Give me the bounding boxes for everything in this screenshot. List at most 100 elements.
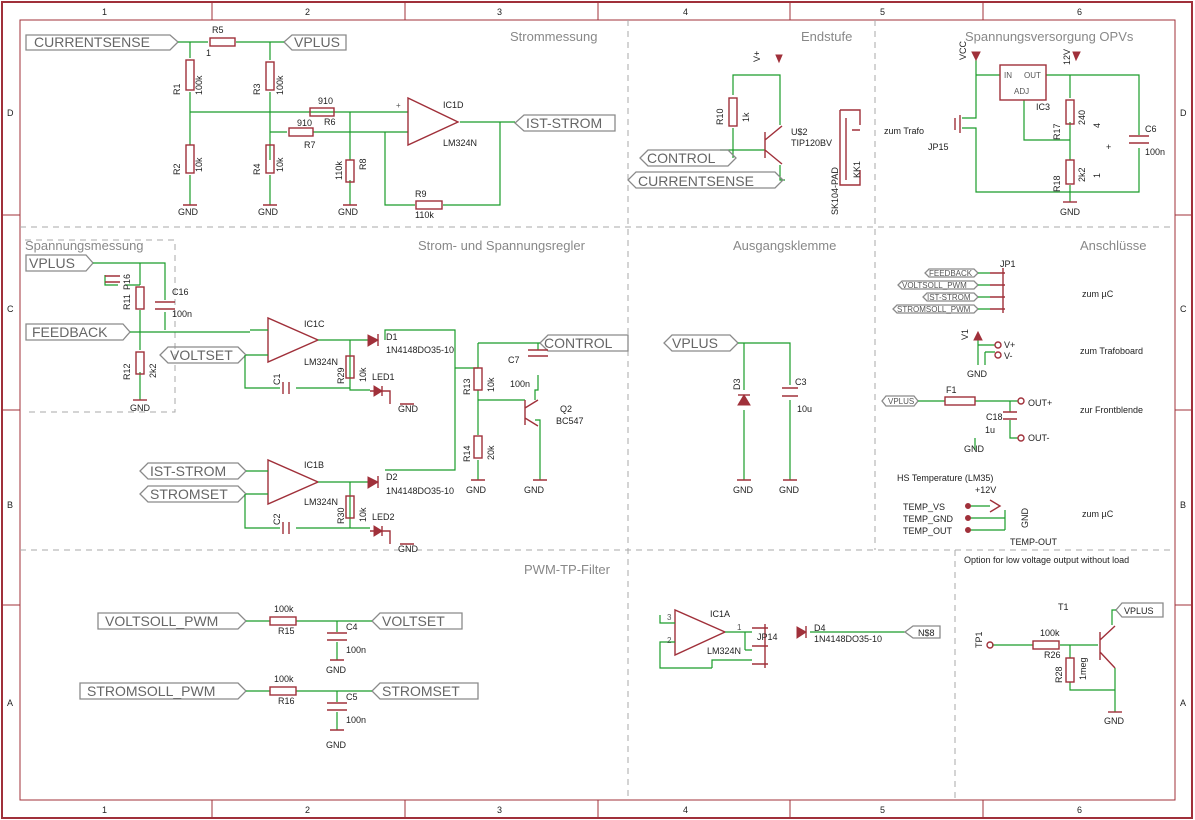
c6-value: 100n (1145, 147, 1165, 157)
gnd-label: GND (967, 369, 988, 379)
r5-label: R5 (212, 25, 224, 35)
title-regler: Strom- und Spannungsregler (418, 238, 586, 253)
r12-label: R12 (122, 363, 132, 380)
title-pwm-filter: PWM-TP-Filter (524, 562, 611, 577)
title-spannungsversorgung: Spannungsversorgung OPVs (965, 29, 1134, 44)
r6-label: R6 (324, 117, 336, 127)
r30-value: 10k (358, 507, 368, 522)
d2-label: D2 (386, 472, 398, 482)
anschl-vplus: VPLUS (888, 397, 914, 406)
r9-label: R9 (415, 189, 427, 199)
ic1b-value: LM324N (304, 497, 338, 507)
frame-labels: 1 2 3 4 5 6 1 2 3 4 5 6 D C B A D C B A (7, 7, 1187, 815)
net-label-control-2: CONTROL (544, 335, 613, 351)
ic1d-value: LM324N (443, 138, 477, 148)
gnd-label: GND (258, 207, 279, 217)
r4-value: 10k (275, 157, 285, 172)
r8-label: R8 (358, 158, 368, 170)
net-label-feedback: FEEDBACK (32, 324, 108, 340)
col-label: 4 (683, 7, 688, 17)
col-label: 3 (497, 805, 502, 815)
r17-value: 240 (1077, 110, 1087, 125)
pin-label: 1 (206, 48, 211, 58)
col-label: 5 (880, 805, 885, 815)
gnd-label: GND (326, 740, 347, 750)
net-label-vplus-3: VPLUS (672, 335, 718, 351)
d4-label: D4 (814, 623, 826, 633)
r6-value: 910 (318, 96, 333, 106)
c6-label: C6 (1145, 124, 1157, 134)
c3-value: 10u (797, 404, 812, 414)
gnd-label: GND (398, 404, 419, 414)
spannungsmessung-block: VPLUS FEEDBACK R11 P16 C16 100n R12 2k2 … (25, 254, 250, 413)
net-label-stromset: STROMSET (150, 486, 228, 502)
pin-label: 4 (1092, 123, 1102, 128)
c7-label: C7 (508, 355, 520, 365)
c4-label: C4 (346, 622, 358, 632)
c7-value: 100n (510, 379, 530, 389)
r9-value: 110k (415, 210, 434, 220)
row-label: A (1180, 698, 1186, 708)
net-label-control: CONTROL (647, 150, 716, 166)
r12-value: 2k2 (148, 363, 158, 378)
col-label: 2 (305, 7, 310, 17)
r13-label: R13 (462, 378, 472, 395)
r8-value: 110k (334, 161, 344, 180)
pin-label: 1 (737, 623, 742, 632)
out-plus: OUT+ (1028, 398, 1052, 408)
col-label: 2 (305, 805, 310, 815)
ic1a-block: N$8 IC1A LM324N JP14 D4 1N4148DO35-10 3 … (659, 608, 941, 669)
c2-label: C2 (272, 513, 282, 525)
c5-label: C5 (346, 692, 358, 702)
zum-trafoboard: zum Trafoboard (1080, 346, 1143, 356)
net-label-stromsoll-pwm: STROMSOLL_PWM (87, 683, 215, 699)
r16-value: 100k (274, 674, 294, 684)
net-label-voltsoll-pwm: VOLTSOLL_PWM (105, 613, 218, 629)
r16-label: R16 (278, 696, 295, 706)
kk1-label: KK1 (852, 161, 862, 178)
r2-label: R2 (172, 163, 182, 175)
temp-vs: TEMP_VS (903, 502, 945, 512)
gnd-label: GND (466, 485, 487, 495)
r7-label: R7 (304, 140, 316, 150)
r15-value: 100k (274, 604, 294, 614)
r28-value: 1meg (1078, 657, 1088, 680)
ic3-out: OUT (1024, 71, 1041, 80)
tp1-label: TP1 (974, 631, 984, 648)
gnd-label: GND (326, 665, 347, 675)
temp-gnd: TEMP_GND (903, 514, 954, 524)
ic1d-label: IC1D (443, 100, 464, 110)
vplus-label: V+ (752, 51, 762, 62)
net-label-voltset: VOLTSET (170, 347, 233, 363)
t1-block: VPLUS T1 TP1 100k R26 R28 1meg GND (974, 602, 1164, 726)
r3-label: R3 (252, 83, 262, 95)
anschluesse-block: FEEDBACK VOLTSOLL_PWM IST-STROM STROMSOL… (881, 259, 1143, 547)
r28-label: R28 (1054, 666, 1064, 683)
section-titles: Strommessung Endstufe Spannungsversorgun… (25, 29, 1146, 577)
r10-label: R10 (715, 108, 725, 125)
c3-label: C3 (795, 377, 807, 387)
pwm-filter-block: VOLTSOLL_PWM VOLTSET STROMSOLL_PWM STROM… (79, 604, 479, 750)
gnd-label: GND (1060, 207, 1081, 217)
title-endstufe: Endstufe (801, 29, 852, 44)
zum-trafo: zum Trafo (884, 126, 924, 136)
row-label: C (7, 304, 14, 314)
pin-label: 1 (1092, 173, 1102, 178)
gnd-label: GND (130, 403, 151, 413)
spannungsversorgung-block: IN OUT ADJ IC3 VCC 12V R17 240 R18 2k2 C… (884, 40, 1165, 217)
col-label: 3 (497, 7, 502, 17)
v1-label: V1 (960, 329, 970, 340)
ic3-adj: ADJ (1014, 87, 1029, 96)
pin-label: + (1106, 142, 1111, 152)
strommessung-block: CURRENTSENSE VPLUS R5 1 R1 100k R3 100k … (25, 25, 616, 220)
f1-label: F1 (946, 385, 957, 395)
net-label-voltset-2: VOLTSET (382, 613, 445, 629)
c16-value: 100n (172, 309, 192, 319)
gnd-label: GND (524, 485, 545, 495)
r18-label: R18 (1052, 175, 1062, 192)
gnd-label: GND (178, 207, 199, 217)
col-label: 4 (683, 805, 688, 815)
ausgangsklemme-block: VPLUS D3 C3 10u GND GND (663, 334, 812, 495)
temp-out: TEMP_OUT (903, 526, 953, 536)
